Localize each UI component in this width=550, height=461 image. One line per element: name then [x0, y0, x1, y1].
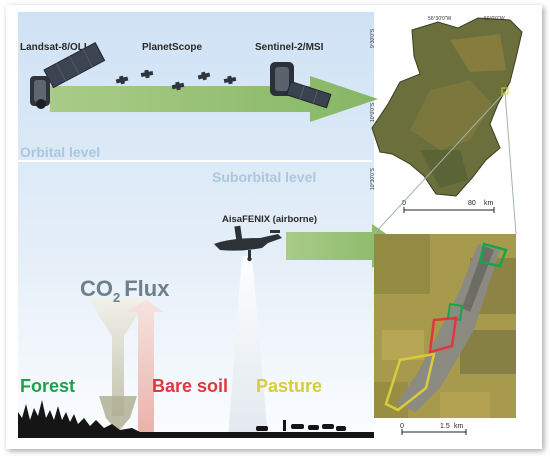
flux-up-arrow	[126, 300, 164, 436]
landsat-label: Landsat-8/OLI	[20, 42, 87, 53]
forest-plot-outline-2	[446, 302, 464, 322]
flux-down-arrow-head	[99, 396, 137, 432]
planetscope-label: PlanetScope	[142, 42, 202, 53]
pasture-plot-outline	[384, 352, 436, 412]
svg-text:km: km	[454, 423, 464, 430]
svg-text:1.5: 1.5	[440, 423, 450, 430]
top-map-scale-bar: 0 80 km	[402, 200, 495, 213]
latitude-label-2: 10°0'0"S	[370, 102, 376, 122]
top-map: 56°30'0"W 56°0'0"W 9°30'0"S 10°0'0"S 10°…	[370, 12, 523, 218]
longitude-label-2: 56°0'0"W	[484, 16, 505, 22]
svg-text:0: 0	[400, 423, 404, 430]
orbital-level-label: Orbital level	[20, 144, 100, 160]
svg-text:80: 80	[468, 200, 476, 207]
airplane-icon	[214, 225, 282, 262]
sentinel-label: Sentinel-2/MSI	[255, 42, 324, 53]
airborne-label: AisaFENIX (airborne)	[222, 214, 317, 225]
latitude-label-1: 9°30'0"S	[370, 28, 376, 48]
ground-silhouette	[18, 400, 374, 438]
sensor-beam	[228, 256, 268, 438]
bottom-map-scale-bar: 0 1.5 km	[374, 418, 516, 438]
landsat-satellite-icon	[30, 42, 106, 109]
zoom-marker	[501, 87, 509, 95]
flux-down-arrow-shaft	[88, 298, 148, 416]
svg-text:0: 0	[402, 200, 406, 207]
planetscope-satellites-icon	[115, 69, 237, 91]
zoom-line-right	[504, 91, 517, 235]
cattle-icons	[256, 420, 346, 431]
suborbital-level-label: Suborbital level	[212, 169, 316, 185]
bare-soil-plot-outline	[428, 316, 458, 354]
longitude-label-1: 56°30'0"W	[428, 16, 452, 22]
sentinel-satellite-icon	[270, 62, 332, 109]
bottom-map: 0 1.5 km	[374, 234, 516, 438]
bare-soil-label: Bare soil	[152, 376, 228, 396]
pasture-label: Pasture	[256, 376, 322, 396]
svg-text:km: km	[484, 200, 494, 207]
forest-label: Forest	[20, 376, 75, 396]
zoom-line-left	[373, 91, 506, 235]
forest-plot-outline	[478, 242, 508, 268]
latitude-label-3: 10°30'0"S	[370, 167, 376, 190]
